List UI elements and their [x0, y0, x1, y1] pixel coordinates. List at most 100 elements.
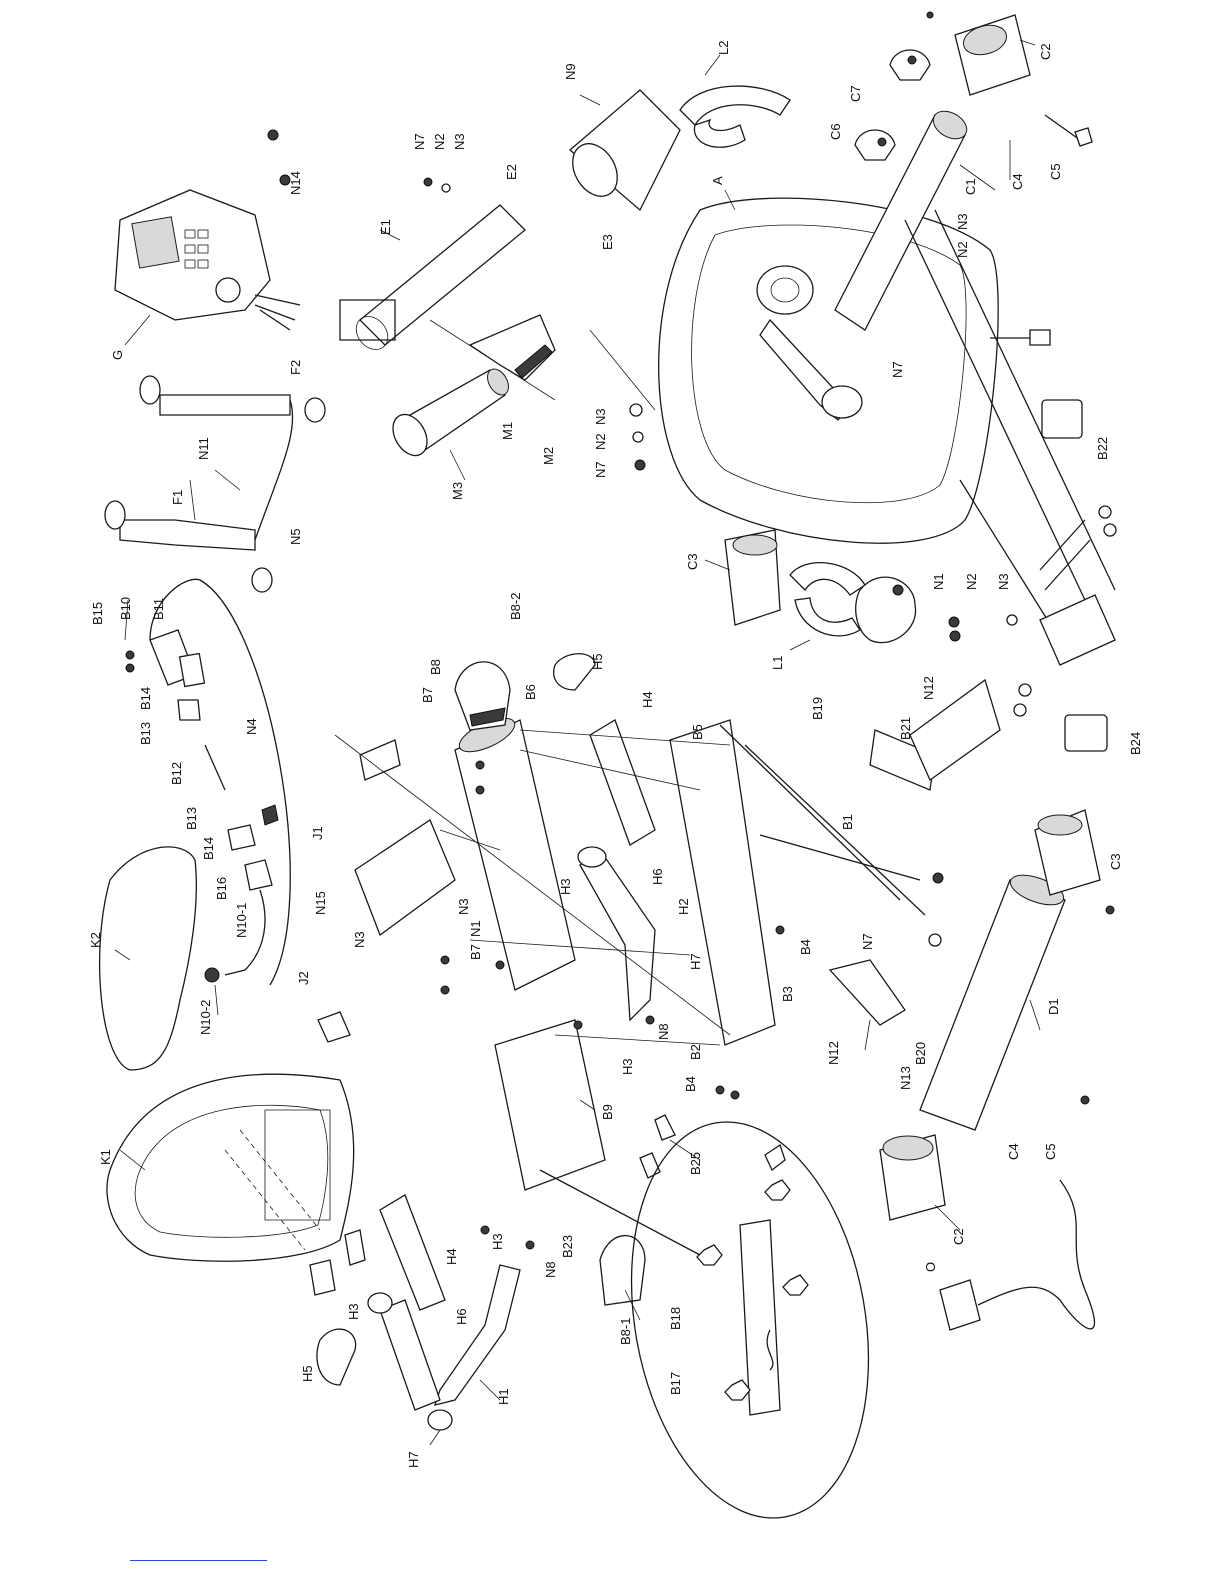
bottom-link-underline: [130, 1560, 267, 1561]
block-j2: [317, 1011, 351, 1043]
clip-b25-b: [639, 1152, 661, 1179]
cover-b8-1: [599, 1235, 646, 1306]
rear-stabilizer-c1: [834, 110, 968, 331]
label-m3: M3: [450, 482, 465, 500]
bracket-m1: [468, 314, 556, 381]
label-c4-top: C4: [1010, 173, 1025, 190]
console-mast-e1: [339, 204, 526, 350]
label-n3-lower-right: N3: [996, 573, 1011, 590]
label-h3-lower-b: H3: [346, 1303, 361, 1320]
label-n7-right: N7: [890, 361, 905, 378]
label-c2-top: C2: [1038, 43, 1053, 60]
label-e2: E2: [504, 164, 519, 180]
label-n7-top: N7: [412, 133, 427, 150]
label-n10-2: N10-2: [198, 1000, 213, 1035]
label-c3-lower: C3: [1108, 853, 1123, 870]
label-b25: B25: [688, 1152, 703, 1175]
base-frame-tube: [904, 209, 1116, 641]
bolt-c5-top: [1044, 114, 1093, 147]
handlebar-f1: [104, 375, 326, 593]
end-cap-b22: [1041, 399, 1083, 439]
main-frame-b1: [669, 719, 936, 1046]
label-b8: B8: [428, 659, 443, 675]
seat-frame-b6: [454, 717, 576, 991]
parts-c6-c7: [854, 49, 931, 161]
label-b6: B6: [523, 684, 538, 700]
label-c6: C6: [828, 123, 843, 140]
label-n7-mid: N7: [593, 461, 608, 478]
label-h6-upper: H6: [650, 868, 665, 885]
label-o: O: [923, 1262, 938, 1272]
label-c4-lower: C4: [1006, 1143, 1021, 1160]
seat-rail-b9: [494, 1019, 701, 1256]
label-b2: B2: [688, 1044, 703, 1060]
label-b11: B11: [151, 598, 166, 620]
part-labels: L2 C2 C7 C6 C4 C5 C1 A N9 N7 N2 N3 E2 E1…: [88, 41, 1143, 1468]
label-b13-b: B13: [184, 807, 199, 830]
label-b22: B22: [1095, 437, 1110, 460]
label-n2-top: N2: [432, 133, 447, 150]
label-h3-lower-a: H3: [490, 1233, 505, 1250]
cap-c3-lower: [1034, 809, 1101, 896]
label-c7: C7: [848, 85, 863, 102]
label-h2: H2: [676, 898, 691, 915]
label-n15: N15: [313, 891, 328, 915]
label-h4-lower: H4: [444, 1248, 459, 1265]
label-b15: B15: [90, 602, 105, 625]
rear-bracket: [1013, 505, 1117, 717]
label-j2: J2: [296, 971, 311, 985]
label-c3-upper: C3: [685, 553, 700, 570]
label-b12: B12: [169, 762, 184, 785]
label-m2: M2: [541, 447, 556, 465]
label-b14-a: B14: [138, 687, 153, 710]
label-n5: N5: [288, 528, 303, 545]
label-n1-right: N1: [931, 573, 946, 590]
tube-h4-upper: [589, 719, 656, 846]
bolt-mid-right: [990, 329, 1051, 346]
label-b21: B21: [898, 717, 913, 740]
label-n13: N13: [898, 1066, 913, 1090]
label-h5-upper: H5: [590, 653, 605, 670]
label-k2: K2: [88, 932, 103, 948]
label-n12-lower: N12: [826, 1041, 841, 1065]
label-c5-lower: C5: [1043, 1143, 1058, 1160]
label-n3-center-b: N3: [352, 931, 367, 948]
label-n7-lower: N7: [860, 933, 875, 950]
label-l1: L1: [770, 656, 785, 670]
label-n8-lower: N8: [543, 1261, 558, 1278]
label-n2-lower-right: N2: [964, 573, 979, 590]
label-b19: B19: [810, 697, 825, 720]
label-n12-top: N12: [921, 676, 936, 700]
cap-c3-upper: [724, 529, 781, 626]
plate-b21: [909, 678, 1001, 781]
tube-h4-lower: [379, 1194, 446, 1311]
cap-c2-lower: [879, 1134, 946, 1221]
label-b18: B18: [668, 1307, 683, 1330]
label-b17: B17: [668, 1372, 683, 1395]
label-h5-lower: H5: [300, 1365, 315, 1382]
label-b8-1: B8-1: [618, 1318, 633, 1345]
label-b8-2: B8-2: [508, 593, 523, 620]
clip-b25-a: [654, 1114, 676, 1141]
label-n4: N4: [244, 718, 259, 735]
end-cap-b24: [1064, 714, 1108, 752]
side-handle-h2: [577, 846, 656, 1022]
pedal-strap-l2: [679, 85, 791, 148]
pad-h5-lower: [316, 1328, 357, 1386]
label-b5: B5: [690, 724, 705, 740]
label-h1: H1: [496, 1388, 511, 1405]
lower-oval-b17-b18: [630, 1121, 870, 1519]
label-n14: N14: [288, 171, 303, 195]
label-n11: N11: [196, 437, 211, 460]
label-b10: B10: [118, 597, 133, 620]
label-b4-upper: B4: [798, 939, 813, 955]
cap-c2-top: [954, 14, 1031, 96]
label-e3: E3: [600, 234, 615, 250]
plate-j1: [354, 739, 456, 937]
seat-k2: [98, 846, 197, 1071]
label-f1: F1: [170, 490, 185, 505]
label-b4-lower: B4: [683, 1076, 698, 1092]
label-h3-mid: H3: [620, 1058, 635, 1075]
label-h4-upper: H4: [640, 691, 655, 708]
